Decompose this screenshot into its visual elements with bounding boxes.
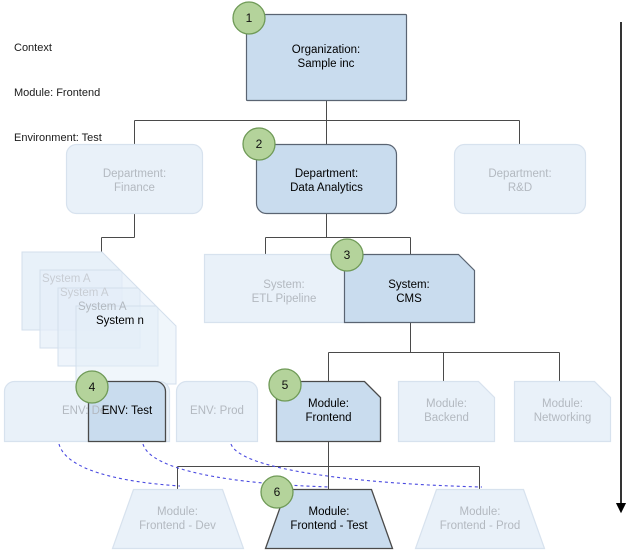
badge-circle-3[interactable] [330,238,364,272]
badge-label-2: 2 [255,137,263,151]
node-organization[interactable] [245,13,408,102]
dashed-link-prod [230,443,483,488]
system-stack-group [21,251,177,385]
node-env-prod[interactable] [175,380,259,443]
node-system-cms[interactable] [343,253,476,324]
dashed-link-dev [58,443,181,487]
env-to-instance-links [58,443,483,488]
dashed-link-test [142,443,331,488]
context-module: Module: Frontend [14,87,101,99]
step-badges [75,1,364,509]
connector-lines [100,100,561,490]
badge-label-3: 3 [343,248,351,262]
node-module-frontend[interactable] [275,380,382,443]
node-module-networking[interactable] [513,380,612,443]
badge-circle-5[interactable] [268,368,302,402]
badge-label-6: 6 [273,485,281,499]
node-department-rnd[interactable] [453,143,587,215]
badge-label-5: 5 [281,378,289,392]
badge-circle-6[interactable] [260,475,294,509]
system-stack-card-4 [75,305,177,385]
node-module-backend[interactable] [397,380,496,443]
node-module-frontend-test[interactable] [264,488,394,550]
context-environment: Environment: Test [14,132,102,144]
node-module-frontend-dev[interactable] [111,488,245,550]
badge-label-1: 1 [245,11,253,25]
badge-circle-1[interactable] [232,1,266,35]
badge-circle-2[interactable] [242,127,276,161]
context-legend: Context Module: Frontend Environment: Te… [14,11,102,176]
node-module-frontend-prod[interactable] [414,488,546,550]
badge-circle-4[interactable] [75,370,109,404]
node-department-data-analytics[interactable] [255,143,398,215]
badge-label-4: 4 [88,380,96,394]
node-department-finance[interactable] [65,143,204,215]
context-title: Context [14,42,52,54]
